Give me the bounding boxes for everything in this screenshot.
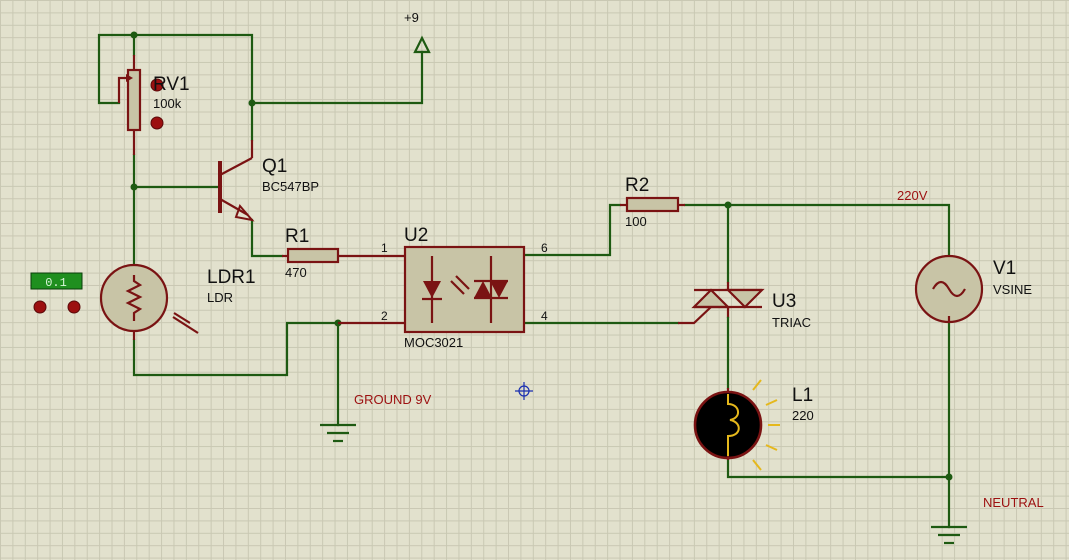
wire-emitter-r1 — [250, 218, 284, 258]
net-label-live: 220V — [897, 188, 928, 203]
u2-pin-6: 6 — [541, 241, 548, 255]
rv1-potentiometer[interactable]: RV1 100k — [117, 55, 190, 155]
q1-ref: Q1 — [262, 156, 287, 177]
probe-decrease-button[interactable] — [33, 300, 47, 314]
supply-label: +9 — [404, 10, 419, 25]
net-label-neutral: NEUTRAL — [983, 495, 1044, 510]
wire-supply — [250, 50, 424, 105]
ldr1-ref: LDR1 — [207, 267, 256, 288]
crosshair-cursor-icon — [515, 382, 533, 400]
r1-body — [286, 247, 340, 264]
wire-lamp-neutral — [726, 456, 951, 479]
wire-ldr-bottom — [132, 321, 340, 377]
led-icon — [423, 281, 441, 298]
l1-ref: L1 — [792, 385, 813, 406]
u2-body — [403, 245, 526, 334]
ldr1-value: LDR — [207, 290, 233, 305]
ground-terminal[interactable]: GROUND 9V — [320, 392, 432, 443]
wires — [97, 33, 951, 529]
u3-value: TRIAC — [772, 315, 811, 330]
l1-lamp[interactable]: L1 220 — [693, 379, 814, 471]
rv1-ref: RV1 — [153, 74, 190, 95]
triac-icon — [691, 288, 731, 309]
q1-transistor[interactable]: Q1 BC547BP — [218, 140, 319, 222]
power-terminal[interactable]: +9 — [404, 10, 431, 54]
sine-wave-icon — [932, 280, 966, 298]
light-ray — [173, 312, 191, 324]
wire-u2-r2 — [523, 203, 622, 257]
emitter-arrow-icon — [234, 204, 255, 222]
junction-dot — [130, 183, 138, 191]
r2-body — [625, 196, 680, 213]
u2-pin-4: 4 — [541, 309, 548, 323]
v1-value: VSINE — [993, 282, 1032, 297]
junction-dot — [130, 31, 138, 39]
u2-value: MOC3021 — [404, 335, 463, 350]
wire-live-rail — [683, 203, 951, 258]
ldr1-sensor[interactable]: LDR1 LDR — [99, 263, 256, 340]
light-probe[interactable]: 0.1 — [30, 272, 83, 314]
junction-dot — [945, 473, 953, 481]
ldr1-body — [99, 263, 169, 333]
ground-label: GROUND 9V — [354, 392, 432, 407]
r1-resistor[interactable]: R1 470 — [282, 226, 405, 280]
v1-sine-source[interactable]: V1 VSINE — [914, 254, 1032, 324]
wire-rv1-top-loop — [97, 33, 136, 105]
v1-ref: V1 — [993, 258, 1016, 279]
rv1-decrease-button[interactable] — [150, 78, 164, 92]
probe-increase-button[interactable] — [67, 300, 81, 314]
u2-ref: U2 — [404, 225, 428, 246]
u3-triac[interactable]: U3 TRIAC — [678, 282, 811, 390]
u3-ref: U3 — [772, 291, 796, 312]
probe-value: 0.1 — [45, 276, 67, 290]
glow-rays-icon — [752, 379, 780, 471]
r2-value: 100 — [625, 214, 647, 229]
junction-dot — [724, 201, 732, 209]
r2-resistor[interactable]: R2 100 — [620, 175, 685, 229]
l1-value: 220 — [792, 408, 814, 423]
optotriac-icon — [474, 281, 492, 298]
junctions — [130, 31, 953, 481]
wiper-arrow-icon — [126, 74, 133, 82]
rv1-increase-button[interactable] — [150, 116, 164, 130]
r1-value: 470 — [285, 265, 307, 280]
u2-pin-2: 2 — [381, 309, 388, 323]
probe-display — [30, 272, 83, 290]
q1-value: BC547BP — [262, 179, 319, 194]
r2-ref: R2 — [625, 175, 649, 196]
u2-optocoupler[interactable]: U2 MOC3021 1 2 6 4 — [338, 225, 548, 350]
arrow-up-icon — [413, 35, 431, 54]
r1-ref: R1 — [285, 226, 309, 247]
rv1-value: 100k — [153, 96, 182, 111]
filament-icon — [727, 394, 740, 456]
light-ray — [172, 316, 199, 334]
u2-pin-1: 1 — [381, 241, 388, 255]
neutral-ground[interactable] — [931, 525, 967, 545]
junction-dot — [248, 99, 256, 107]
